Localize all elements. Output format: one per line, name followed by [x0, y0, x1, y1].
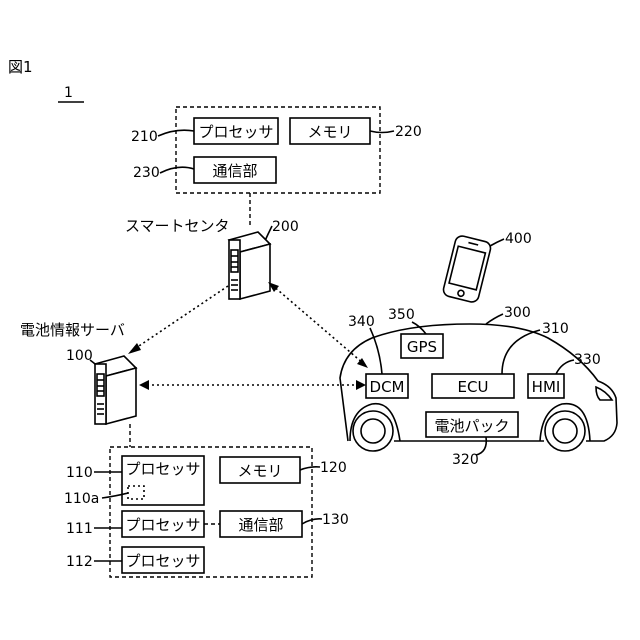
server-comm-label: 通信部	[238, 516, 283, 534]
smart-center-name: スマートセンタ	[125, 217, 230, 235]
ref-110a: 110a	[64, 491, 99, 507]
leader-400	[490, 239, 504, 246]
battery-server-name: 電池情報サーバ	[20, 321, 125, 339]
leader-310	[502, 330, 540, 374]
ref-330: 330	[574, 352, 601, 368]
ref-130: 130	[322, 512, 349, 528]
smart-center-server-icon	[229, 232, 270, 299]
processor-111-label: プロセッサ	[125, 516, 200, 534]
leader-230	[160, 167, 194, 173]
processor-110-label: プロセッサ	[125, 460, 200, 478]
ref-340: 340	[348, 314, 375, 330]
ref-300: 300	[504, 305, 531, 321]
smart-center-comm-label: 通信部	[212, 162, 257, 180]
ref-230: 230	[133, 165, 160, 181]
figure-label: 図1	[8, 58, 33, 76]
hmi-label: HMI	[532, 378, 561, 396]
battery-server-icon	[95, 356, 136, 424]
ref-200: 200	[272, 219, 299, 235]
ref-110: 110	[66, 465, 93, 481]
ref-100: 100	[66, 348, 93, 364]
link-server-to-dcm	[139, 380, 366, 390]
battery-pack-label: 電池パック	[434, 417, 509, 435]
leader-330	[556, 360, 574, 374]
ref-400: 400	[505, 231, 532, 247]
dcm-label: DCM	[370, 378, 405, 396]
smart-center-processor-label: プロセッサ	[198, 123, 273, 141]
leader-300	[486, 314, 503, 324]
processor-112-label: プロセッサ	[125, 552, 200, 570]
ref-320: 320	[452, 452, 479, 468]
smartphone-icon	[442, 235, 492, 304]
leader-120	[300, 467, 320, 470]
smart-center-memory-label: メモリ	[307, 123, 352, 141]
ecu-label: ECU	[458, 378, 489, 396]
ref-210: 210	[131, 129, 158, 145]
leader-220	[370, 131, 394, 133]
ref-112: 112	[66, 554, 93, 570]
gps-label: GPS	[407, 338, 437, 356]
ref-111: 111	[66, 521, 93, 537]
server-memory-label: メモリ	[237, 462, 282, 480]
ref-350: 350	[388, 307, 415, 323]
link-smartcenter-to-server	[128, 286, 228, 354]
ref-310: 310	[542, 321, 569, 337]
system-ref: 1	[64, 85, 73, 101]
ref-120: 120	[320, 460, 347, 476]
ref-220: 220	[395, 124, 422, 140]
